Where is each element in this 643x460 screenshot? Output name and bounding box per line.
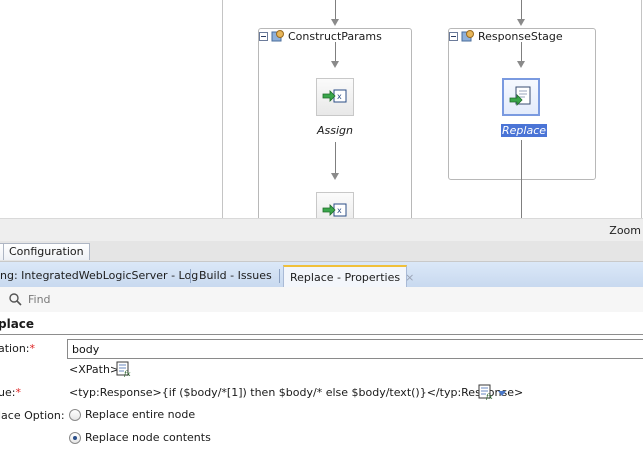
xpath-hint: <XPath> (69, 363, 120, 376)
stage-header: ConstructParams (259, 29, 382, 43)
tab-separator (279, 269, 280, 283)
value-expression[interactable]: <typ:Response>{if ($body/*[1]) then $bod… (69, 386, 524, 399)
stage-icon (271, 30, 284, 42)
location-field[interactable] (67, 339, 643, 359)
flow-arrow (517, 19, 525, 26)
replace-option-label: lace Option: (0, 409, 65, 422)
svg-text:x: x (337, 92, 342, 101)
tab-server-log[interactable]: ng: IntegratedWebLogicServer - Log (0, 269, 199, 282)
stage-title: ConstructParams (288, 29, 382, 43)
flow-arrow (331, 173, 339, 180)
find-bar (0, 287, 643, 313)
assign-icon: x (322, 89, 347, 103)
value-label-text: ue: (0, 386, 16, 399)
expression-builder-icon[interactable]: fx (116, 361, 132, 377)
tab-label: Replace - Properties (290, 271, 401, 284)
lane-divider (641, 0, 642, 218)
flow-connector (521, 42, 522, 62)
flow-canvas[interactable]: ConstructParams x Assign x ResponseStage (0, 0, 643, 218)
flow-connector (335, 142, 336, 176)
svg-text:x: x (337, 206, 342, 215)
tab-separator (190, 269, 191, 283)
collapse-icon[interactable] (259, 31, 268, 41)
flow-arrow (331, 61, 339, 68)
flow-arrow (331, 19, 339, 26)
required-marker: * (15, 386, 21, 399)
svg-text:fx: fx (123, 370, 131, 377)
stage-response[interactable] (448, 28, 596, 180)
stage-header: ResponseStage (449, 29, 563, 43)
lane-divider (222, 0, 223, 218)
tab-build-issues[interactable]: Build - Issues (199, 269, 272, 282)
replace-icon (509, 86, 531, 106)
radio-replace-node-contents[interactable] (69, 432, 81, 444)
assign-icon: x (322, 203, 347, 217)
location-label: ation:* (0, 342, 35, 355)
radio-label[interactable]: Replace entire node (85, 408, 196, 421)
replace-label[interactable]: Replace (501, 124, 548, 137)
flow-connector (335, 42, 336, 62)
find-input[interactable] (6, 290, 636, 308)
chevron-down-icon[interactable] (498, 391, 506, 396)
radio-label[interactable]: Replace node contents (85, 431, 211, 444)
close-icon[interactable]: × (405, 271, 415, 284)
stage-construct-params[interactable] (258, 28, 412, 218)
tab-replace-properties[interactable]: Replace - Properties × (283, 265, 414, 287)
value-label: ue:* (0, 386, 21, 399)
zoom-bar: Zoom (0, 218, 643, 242)
section-divider (0, 334, 643, 335)
flow-arrow (517, 61, 525, 68)
replace-action[interactable] (502, 78, 540, 116)
flow-connector (335, 0, 336, 20)
tab-configuration[interactable]: Configuration (3, 243, 90, 260)
editor-tab-bar: Configuration (0, 241, 643, 262)
properties-panel: place ation:* <XPath> fx ue:* <typ:Respo… (0, 312, 643, 460)
zoom-label[interactable]: Zoom (609, 224, 641, 237)
expression-builder-icon[interactable]: fx (478, 384, 494, 400)
assign-label[interactable]: Assign (317, 124, 353, 137)
svg-text:fx: fx (485, 393, 493, 400)
stage-icon (461, 30, 474, 42)
location-label-text: ation: (0, 342, 30, 355)
section-title: place (0, 317, 35, 331)
panel-tab-bar: ng: IntegratedWebLogicServer - Log Build… (0, 262, 643, 288)
assign-action[interactable]: x (316, 78, 354, 116)
flow-connector (521, 0, 522, 20)
flow-connector (521, 140, 522, 218)
stage-title: ResponseStage (478, 29, 563, 43)
radio-replace-entire-node[interactable] (69, 409, 81, 421)
collapse-icon[interactable] (449, 31, 458, 41)
required-marker: * (29, 342, 36, 355)
assign-action[interactable]: x (316, 192, 354, 218)
